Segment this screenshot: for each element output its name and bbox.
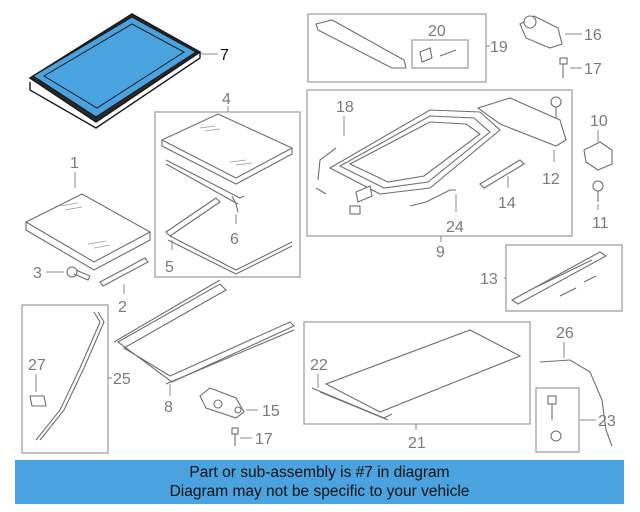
callout-19: 19 (490, 39, 508, 56)
callout-12: 12 (542, 171, 560, 188)
callout-15: 15 (262, 403, 280, 420)
group-box-23 (535, 387, 580, 453)
part-26-drain-hose (539, 359, 613, 447)
part-1-glass-panel (24, 193, 152, 271)
callout-6: 6 (230, 231, 239, 248)
callout-23: 23 (598, 413, 616, 430)
part-27-clip (29, 395, 47, 407)
callout-16: 16 (584, 27, 602, 44)
info-banner: Part or sub-assembly is #7 in diagram Di… (15, 460, 624, 504)
callout-8: 8 (164, 399, 173, 416)
banner-line-2: Diagram may not be specific to your vehi… (169, 483, 470, 500)
callout-9: 9 (436, 244, 445, 261)
part-25-drain-hose (35, 311, 101, 441)
part-11-screw (592, 180, 604, 202)
group-box-19 (307, 13, 487, 83)
part-4-glass-panel (160, 113, 294, 205)
part-14-rail (479, 159, 525, 189)
part-3-bolt (66, 266, 91, 281)
callout-2: 2 (118, 299, 127, 316)
callout-17b: 17 (255, 431, 273, 448)
callout-27: 27 (28, 357, 46, 374)
callout-14: 14 (498, 195, 516, 212)
part-19-deflector (315, 19, 407, 69)
part-8-seal-ring (113, 279, 295, 385)
part-17-bolt-lower (231, 427, 239, 446)
part-5-seal-strip (165, 197, 293, 275)
banner-line-1: Part or sub-assembly is #7 in diagram (189, 464, 450, 481)
group-box-21 (303, 321, 531, 425)
group-box-25 (21, 304, 109, 454)
callout-1: 1 (70, 155, 79, 172)
part-23-screws (547, 395, 562, 442)
callout-21: 21 (408, 435, 426, 452)
part-15-motor (199, 387, 245, 419)
part-7-weatherstrip-highlighted[interactable] (28, 13, 202, 129)
part-25-drain-hose-outline (39, 311, 105, 441)
part-10-bracket (583, 141, 613, 171)
part-13-mechanism (510, 251, 608, 305)
part-12-screw (550, 96, 562, 118)
part-6-clip (231, 195, 239, 213)
callout-17a: 17 (584, 61, 602, 78)
callout-25: 25 (113, 371, 131, 388)
callout-4: 4 (222, 91, 231, 108)
callout-24: 24 (446, 219, 464, 236)
callout-13: 13 (480, 271, 498, 288)
callout-18: 18 (336, 99, 354, 116)
callout-20: 20 (428, 23, 446, 40)
sunroof-parts-diagram: 7 4 5 6 1 2 3 (21, 13, 623, 454)
callout-10: 10 (590, 113, 608, 130)
callout-22: 22 (310, 357, 328, 374)
part-21-sunshade (311, 329, 522, 421)
part-20-clips (419, 47, 457, 63)
part-24-cable (409, 189, 456, 207)
callout-5: 5 (165, 259, 174, 276)
part-2-strip (99, 257, 149, 287)
part-9-sunroof-frame (315, 97, 567, 215)
callout-26: 26 (556, 325, 574, 342)
callout-7: 7 (220, 47, 229, 64)
part-17-bolt-upper (559, 57, 568, 78)
callout-3: 3 (33, 265, 42, 282)
part-16-motor (519, 15, 563, 49)
group-box-9 (306, 89, 573, 237)
callout-11: 11 (592, 215, 609, 232)
group-box-20 (411, 39, 469, 69)
